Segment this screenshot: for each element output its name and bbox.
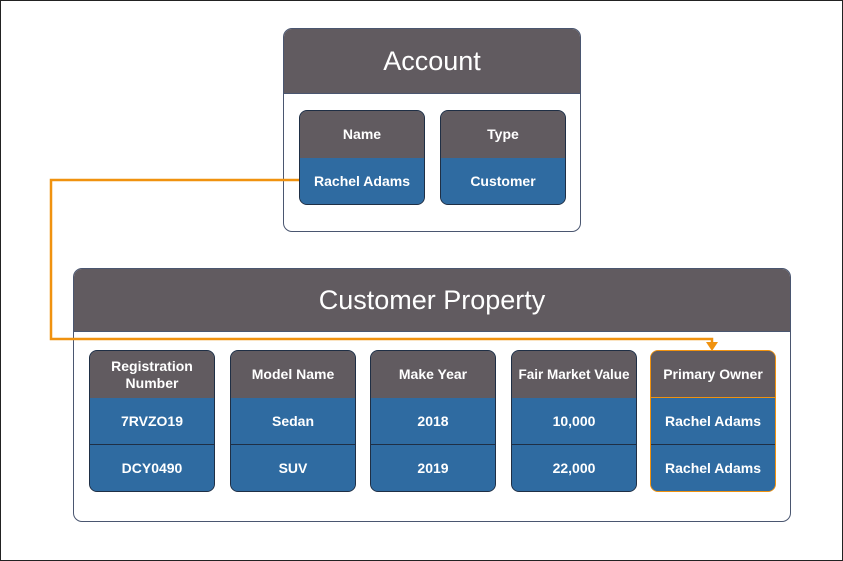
field-value: Rachel Adams [651, 398, 775, 444]
customer-property-object-box: Customer Property Registration Number 7R… [73, 268, 791, 522]
field-value: SUV [231, 444, 355, 491]
customer-property-header: Customer Property [74, 269, 790, 332]
field-value: 10,000 [512, 398, 636, 444]
field-value: 7RVZO19 [90, 398, 214, 444]
field-value: Rachel Adams [300, 158, 424, 204]
field-make-year: Make Year 2018 2019 [370, 350, 496, 492]
field-label: Model Name [231, 351, 355, 398]
account-field-type: Type Customer [440, 110, 566, 205]
field-label: Type [441, 111, 565, 158]
field-value: DCY0490 [90, 444, 214, 491]
account-title: Account [383, 45, 481, 76]
account-header: Account [284, 29, 580, 94]
field-label: Name [300, 111, 424, 158]
field-value: 22,000 [512, 444, 636, 491]
field-label: Make Year [371, 351, 495, 398]
field-value: 2018 [371, 398, 495, 444]
field-model-name: Model Name Sedan SUV [230, 350, 356, 492]
field-primary-owner: Primary Owner Rachel Adams Rachel Adams [650, 350, 776, 492]
field-fair-market-value: Fair Market Value 10,000 22,000 [511, 350, 637, 492]
field-label: Fair Market Value [512, 351, 636, 398]
account-object-box: Account Name Rachel Adams Type Customer [283, 28, 581, 232]
field-registration-number: Registration Number 7RVZO19 DCY0490 [89, 350, 215, 492]
field-value: Sedan [231, 398, 355, 444]
field-value: Customer [441, 158, 565, 204]
account-field-name: Name Rachel Adams [299, 110, 425, 205]
field-value: Rachel Adams [651, 444, 775, 491]
field-label: Primary Owner [651, 351, 775, 398]
field-label: Registration Number [90, 351, 214, 398]
customer-property-title: Customer Property [318, 284, 546, 315]
field-value: 2019 [371, 444, 495, 491]
